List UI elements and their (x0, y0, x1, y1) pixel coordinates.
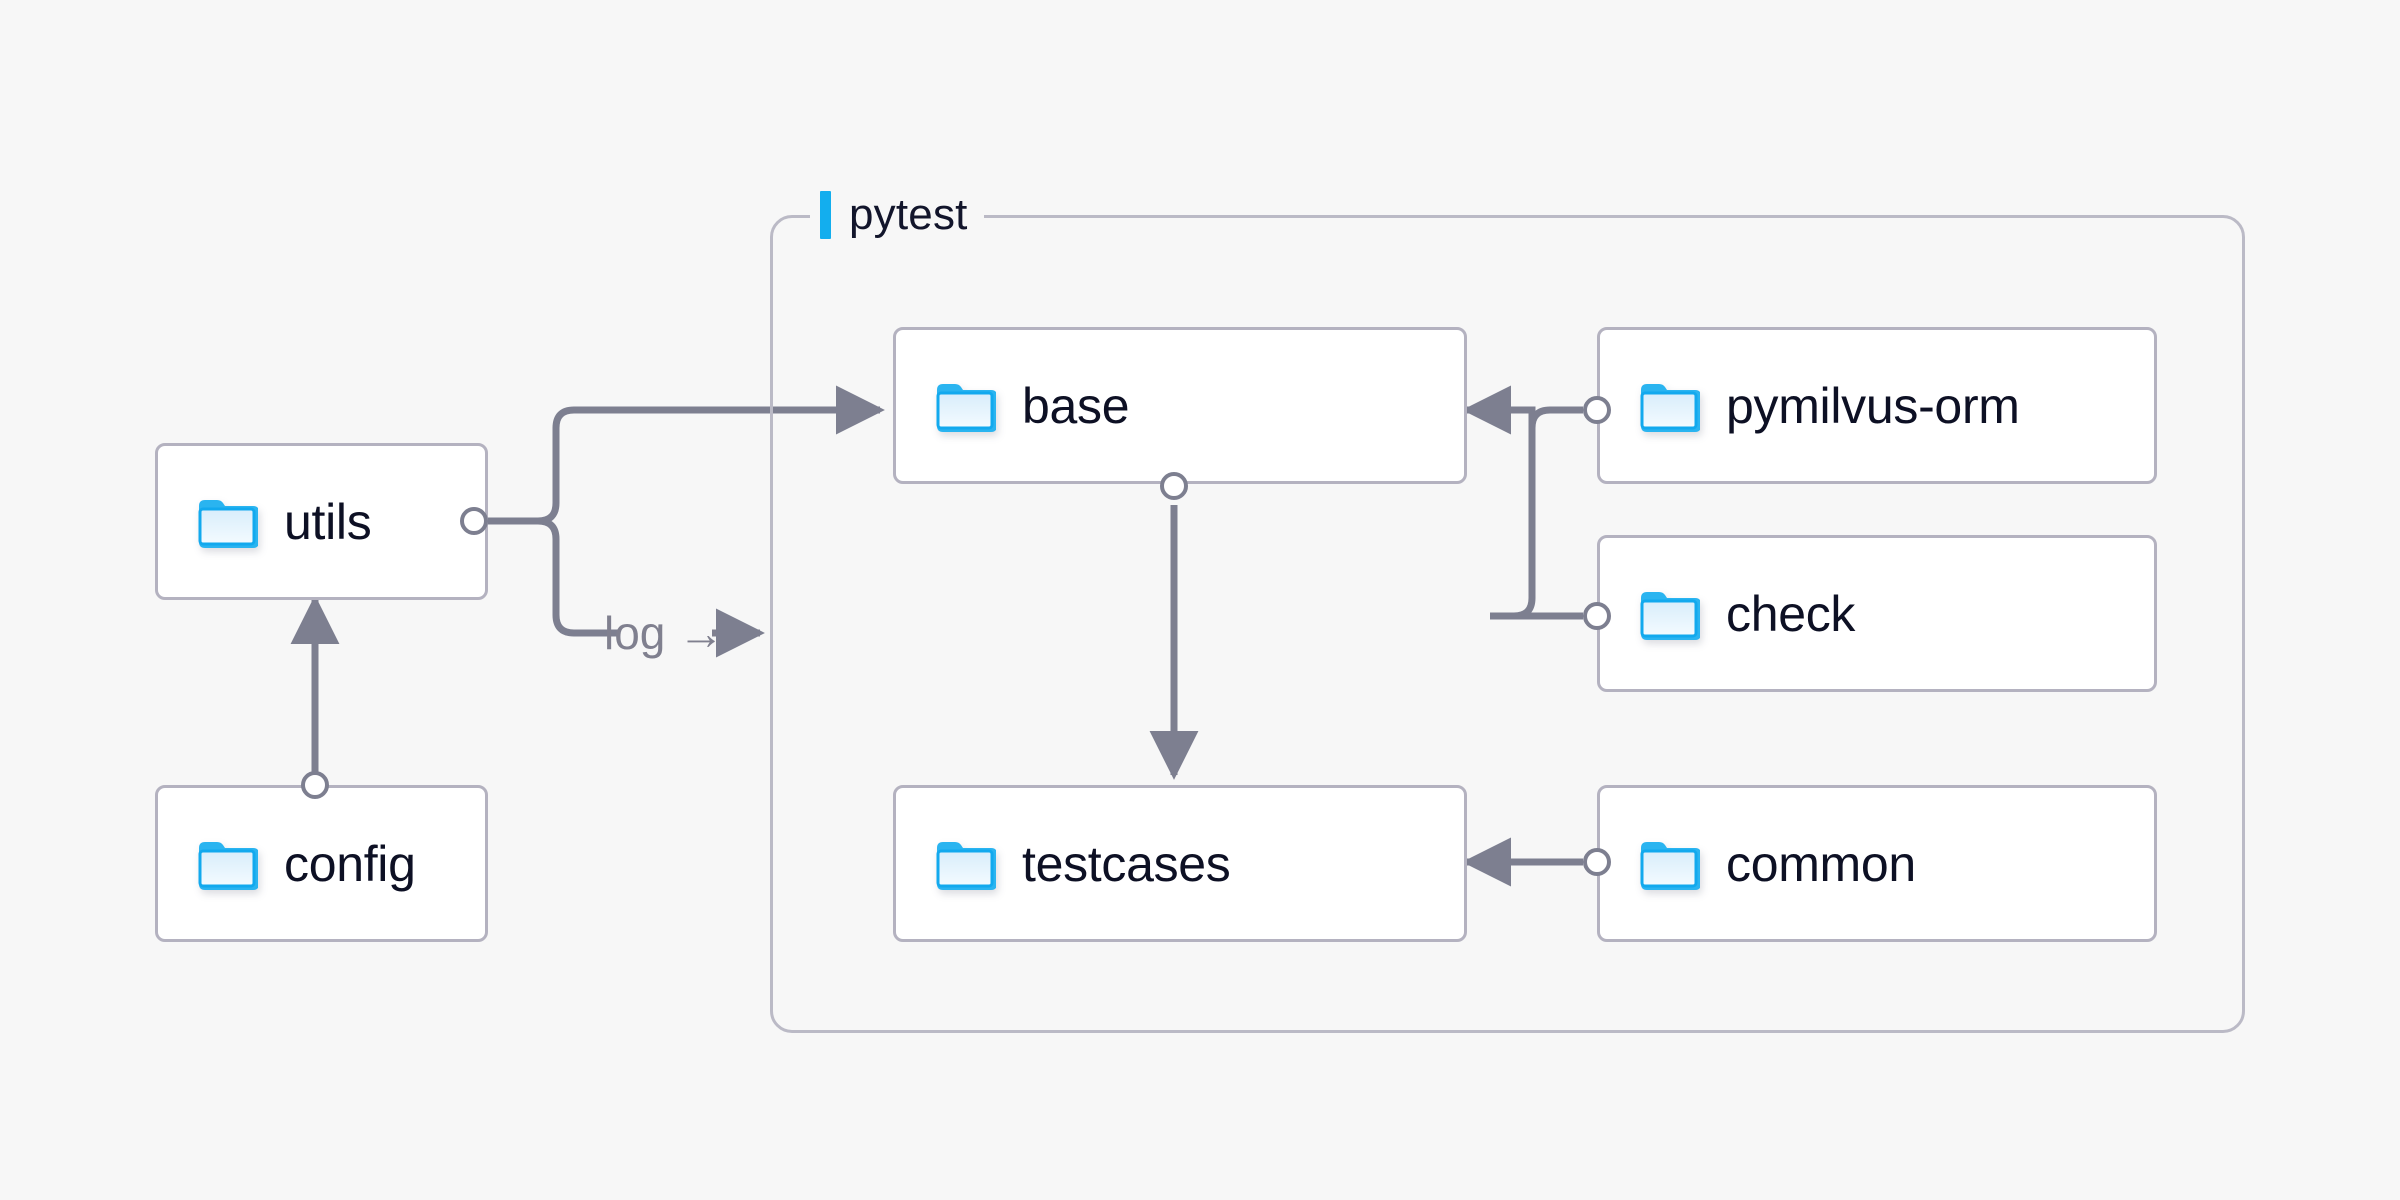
port-check-left[interactable] (1583, 602, 1611, 630)
folder-icon (1638, 380, 1701, 432)
port-utils-right[interactable] (460, 507, 488, 535)
node-base[interactable]: base (893, 327, 1467, 484)
node-label: testcases (1022, 835, 1231, 892)
pytest-group-title: pytest (849, 190, 968, 239)
node-testcases[interactable]: testcases (893, 785, 1467, 942)
folder-icon (196, 838, 259, 890)
folder-icon (934, 838, 997, 890)
node-label: pymilvus-orm (1726, 377, 2020, 434)
port-common-left[interactable] (1583, 848, 1611, 876)
node-label: utils (284, 493, 372, 550)
node-common[interactable]: common (1597, 785, 2157, 942)
node-pymilvus-orm[interactable]: pymilvus-orm (1597, 327, 2157, 484)
port-config-top[interactable] (301, 771, 329, 799)
folder-icon (196, 496, 259, 548)
node-check[interactable]: check (1597, 535, 2157, 692)
accent-bar-icon (820, 191, 831, 239)
pytest-group[interactable] (770, 215, 2245, 1033)
port-base-bottom[interactable] (1160, 472, 1188, 500)
node-label: base (1022, 377, 1130, 434)
node-label: common (1726, 835, 1916, 892)
pytest-group-label: pytest (810, 186, 984, 244)
folder-icon (1638, 838, 1701, 890)
edge-label-log: log → (604, 607, 725, 659)
port-pymilvus-orm-left[interactable] (1583, 396, 1611, 424)
node-label: config (284, 835, 416, 892)
node-utils[interactable]: utils (155, 443, 488, 600)
node-label: check (1726, 585, 1856, 642)
folder-icon (1638, 588, 1701, 640)
folder-icon (934, 380, 997, 432)
node-config[interactable]: config (155, 785, 488, 942)
